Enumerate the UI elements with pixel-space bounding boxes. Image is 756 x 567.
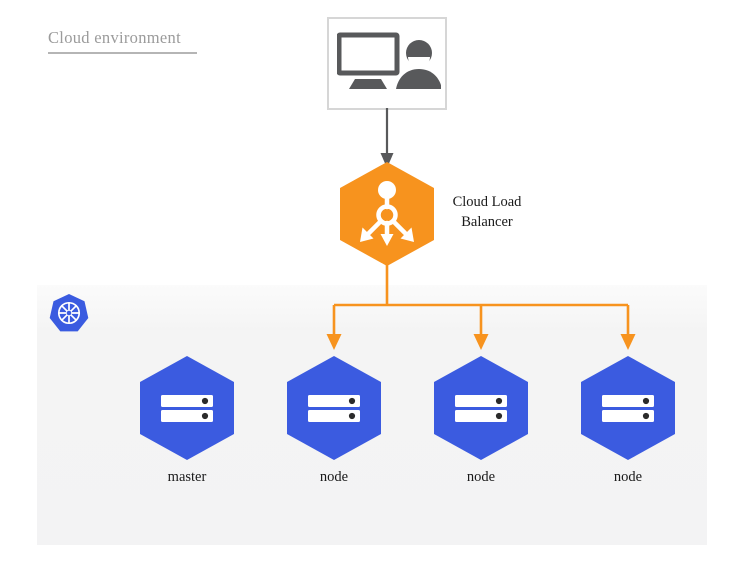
connector-client-to-loadbalancer	[372, 108, 402, 170]
connector-loadbalancer-to-nodes	[320, 258, 650, 358]
cluster-node-3	[581, 356, 675, 460]
cluster-node-label: node	[613, 469, 643, 485]
cluster-node-label: node	[466, 469, 496, 485]
load-balancer-fanout-icon	[360, 181, 414, 246]
load-balancer-node	[340, 162, 434, 266]
load-balancer-label-line1: Cloud Load	[452, 194, 522, 210]
cluster-node-label: node	[319, 469, 349, 485]
server-rack-icon	[455, 395, 507, 422]
client-workstation-box	[327, 17, 447, 110]
cluster-node-master	[140, 356, 234, 460]
server-rack-icon	[602, 395, 654, 422]
server-rack-icon	[308, 395, 360, 422]
cluster-node-1	[287, 356, 381, 460]
server-rack-icon	[161, 395, 213, 422]
cluster-node-2	[434, 356, 528, 460]
load-balancer-label-line2: Balancer	[461, 214, 513, 230]
section-title: Cloud environment	[48, 28, 181, 47]
section-title-underline	[48, 52, 197, 54]
kubernetes-logo-icon	[48, 292, 90, 334]
cluster-node-label: master	[167, 469, 207, 485]
load-balancer-label: Cloud Load Balancer	[437, 192, 537, 232]
monitor-user-icon	[336, 31, 442, 99]
